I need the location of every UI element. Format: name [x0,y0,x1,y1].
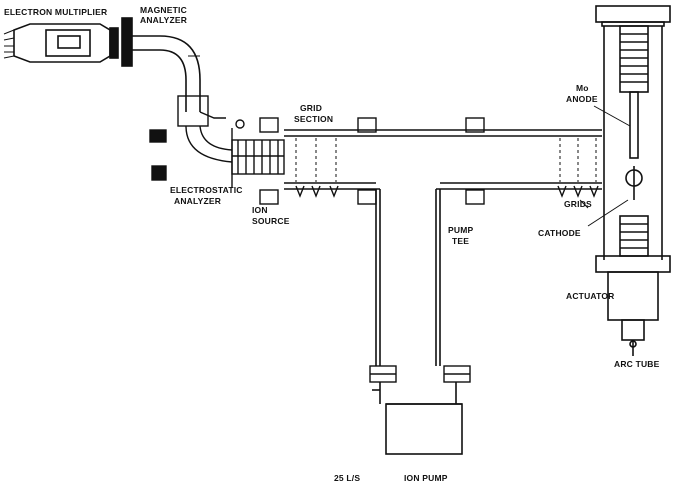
label-electron-multiplier: ELECTRON MULTIPLIER [4,7,108,17]
label-actuator: ACTUATOR [566,291,615,301]
flanges [259,117,485,205]
label-mo-anode-line2: ANODE [566,94,598,104]
label-ion-pump: ION PUMP [404,473,448,483]
label-arc-tube: ARC TUBE [614,359,660,369]
label-grids: GRIDS [564,199,592,209]
label-ion-source-line1: ION [252,205,268,215]
label-pump-speed: 25 L/S [334,473,361,483]
label-pump-tee-line1: PUMP [448,225,474,235]
label-mo-anode-line1: Mo [576,83,589,93]
label-ion-source-line2: SOURCE [252,216,290,226]
arc-tube [595,5,671,356]
label-cathode: CATHODE [538,228,581,238]
electrostatic-analyzer [149,95,245,181]
ion-source [231,128,285,188]
grid-electrodes [295,185,599,198]
pump-tee-walls [376,188,440,366]
leader-lines [579,105,631,227]
beamline-tube [284,129,602,190]
magnetic-analyzer [159,35,201,112]
ion-pump [372,382,463,455]
label-grid-section-line2: SECTION [294,114,334,124]
grid-section-grids [295,138,597,182]
label-magnetic-analyzer-line1: MAGNETIC [140,5,187,15]
electron-multiplier [3,17,160,67]
pump-tee [375,189,441,366]
label-magnetic-analyzer-line2: ANALYZER [140,15,188,25]
label-electrostatic-analyzer-line1: ELECTROSTATIC [170,185,243,195]
label-grid-section-line1: GRID [300,103,323,113]
pump-flanges [369,365,471,383]
label-pump-tee-line2: TEE [452,236,470,246]
label-electrostatic-analyzer-line2: ANALYZER [174,196,222,206]
